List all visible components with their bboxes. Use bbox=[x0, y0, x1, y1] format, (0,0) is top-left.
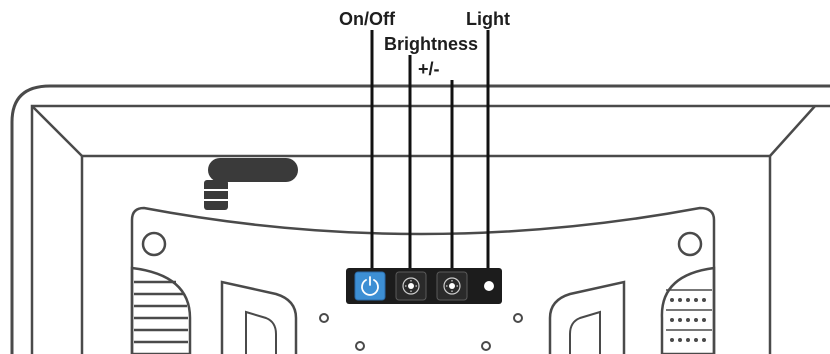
antenna bbox=[204, 158, 298, 210]
slot-recess-left-inner bbox=[245, 310, 277, 354]
callout-brightness: Brightness bbox=[384, 34, 479, 54]
sun-icon bbox=[443, 277, 461, 295]
bevel-left bbox=[31, 105, 83, 157]
screw-hole-right bbox=[677, 231, 703, 257]
callout-light: Light bbox=[466, 9, 510, 29]
power-button[interactable] bbox=[354, 271, 386, 301]
monitor-outer-shell bbox=[10, 84, 830, 354]
vent-grille-right bbox=[660, 266, 716, 354]
slot-recess-right bbox=[548, 280, 626, 354]
bevel-right bbox=[769, 105, 816, 157]
sun-icon bbox=[402, 277, 420, 295]
small-screw bbox=[513, 313, 523, 323]
small-screw bbox=[355, 341, 365, 351]
monitor-back-recess bbox=[80, 154, 772, 354]
vent-grille-left bbox=[130, 266, 192, 354]
light-indicator-led bbox=[484, 281, 494, 291]
adjust-button[interactable] bbox=[436, 271, 468, 301]
small-screw bbox=[481, 341, 491, 351]
small-screw bbox=[319, 313, 329, 323]
power-icon bbox=[361, 276, 379, 296]
slot-recess-left bbox=[220, 280, 298, 354]
callout-on-off: On/Off bbox=[339, 9, 395, 29]
screw-hole-left bbox=[141, 231, 167, 257]
callout-plus-minus: +/- bbox=[418, 59, 440, 79]
brightness-button[interactable] bbox=[395, 271, 427, 301]
slot-recess-right-inner bbox=[569, 310, 601, 354]
